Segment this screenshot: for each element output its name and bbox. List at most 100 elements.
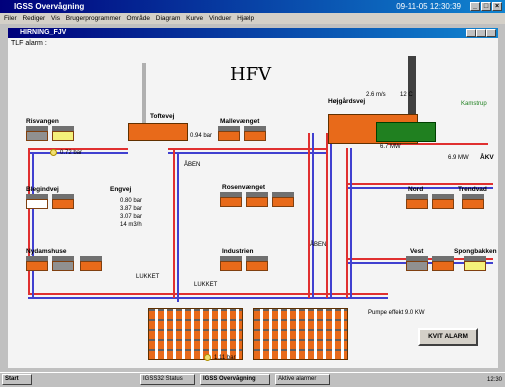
pressure-toftevej: 0.94 bar bbox=[190, 133, 213, 139]
temperature: 12 C bbox=[400, 92, 413, 98]
taskbar-item-status[interactable]: IGSS32 Status bbox=[140, 374, 195, 385]
menu-vis[interactable]: Vis bbox=[51, 15, 60, 22]
engvej-value-3: 3.07 bar bbox=[120, 214, 143, 220]
return-pipe-vert-east bbox=[350, 148, 352, 298]
wind-speed: 2.6 m/s bbox=[366, 92, 386, 98]
house-rosenvaenget-3[interactable] bbox=[272, 192, 294, 207]
supply-pipe-akv bbox=[388, 143, 488, 145]
house-risvangen-1[interactable] bbox=[26, 126, 48, 141]
house-rosenvaenget-2[interactable] bbox=[246, 192, 268, 207]
child-maximize-button[interactable] bbox=[476, 29, 486, 37]
house-nord-2[interactable] bbox=[432, 194, 454, 209]
supply-pipe-vert-right bbox=[308, 133, 310, 298]
supply-pipe-vert-mid bbox=[173, 148, 175, 298]
window-title: IGSS Overvågning bbox=[14, 2, 85, 11]
house-nydamshuse-2[interactable] bbox=[52, 256, 74, 271]
house-nord-1[interactable] bbox=[406, 194, 428, 209]
house-industrien-1[interactable] bbox=[220, 256, 242, 271]
house-trendvad-1[interactable] bbox=[462, 194, 484, 209]
supply-pipe-mid bbox=[168, 148, 328, 150]
area-label-trendvad: Trendvad bbox=[458, 186, 487, 193]
menu-vinduer[interactable]: Vinduer bbox=[208, 15, 232, 22]
maximize-button[interactable]: □ bbox=[481, 2, 491, 11]
kvit-alarm-button[interactable]: KVIT ALARM bbox=[418, 328, 478, 346]
house-risvangen-2[interactable] bbox=[52, 126, 74, 141]
house-spongbakken-1[interactable] bbox=[464, 256, 486, 271]
valve-lukket-1: LUKKET bbox=[136, 274, 160, 280]
hfv-logo: HFV bbox=[230, 64, 272, 85]
child-window-title: HIRNING_FJV bbox=[20, 29, 67, 36]
house-blegindvej-1[interactable] bbox=[26, 194, 48, 209]
tlf-alarm-label: TLF alarm : bbox=[11, 40, 47, 47]
area-label-nydamshuse: Nydamshuse bbox=[26, 248, 67, 255]
house-mallevaenget-2[interactable] bbox=[244, 126, 266, 141]
scada-canvas: TLF alarm : HFV Risvangen 0.72 bar Tofte… bbox=[8, 38, 498, 368]
return-pipe-vert-mid bbox=[177, 152, 179, 302]
area-label-vest: Vest bbox=[410, 248, 424, 255]
menu-diagram[interactable]: Diagram bbox=[155, 15, 181, 22]
area-label-engvej: Engvej bbox=[110, 186, 132, 193]
taskbar-item-overvaagning[interactable]: IGSS Overvågning bbox=[200, 374, 270, 385]
house-industrien-2[interactable] bbox=[246, 256, 268, 271]
area-label-mallevaenget: Mallevænget bbox=[220, 118, 260, 125]
return-pipe-vert-left bbox=[32, 152, 34, 299]
supply-pipe-main bbox=[28, 293, 388, 295]
pump-effect: Pumpe effekt 9.0 KW bbox=[368, 310, 425, 316]
close-button[interactable]: × bbox=[492, 2, 502, 11]
minimize-button[interactable]: _ bbox=[470, 2, 480, 11]
plant-green-building[interactable] bbox=[376, 122, 436, 142]
pressure-gauge-risvangen bbox=[50, 149, 57, 156]
supply-pipe-east bbox=[348, 183, 493, 185]
child-close-button[interactable] bbox=[486, 29, 496, 37]
taskbar-item-alarmer[interactable]: Aktive alarmer bbox=[275, 374, 330, 385]
toftevej-station[interactable] bbox=[128, 123, 188, 141]
house-vest-1[interactable] bbox=[406, 256, 428, 271]
window-titlebar: IGSS Overvågning 09-11-05 12:30:39 _ □ × bbox=[0, 0, 505, 13]
house-vest-2[interactable] bbox=[432, 256, 454, 271]
house-rosenvaenget-1[interactable] bbox=[220, 192, 242, 207]
engvej-value-1: 0.80 bar bbox=[120, 198, 143, 204]
area-label-toftevej: Toftevej bbox=[150, 113, 175, 120]
apartment-block-1[interactable] bbox=[148, 308, 243, 360]
taskbar-clock: 12:30 bbox=[486, 377, 502, 383]
supply-pipe-left bbox=[28, 148, 128, 150]
akv-label: ÅKV bbox=[480, 154, 494, 161]
area-label-nord: Nord bbox=[408, 186, 424, 193]
house-nydamshuse-1[interactable] bbox=[26, 256, 48, 271]
menu-kurve[interactable]: Kurve bbox=[186, 15, 204, 22]
pressure-risvangen: 0.72 bar bbox=[60, 150, 83, 156]
return-pipe-main bbox=[28, 297, 388, 299]
child-minimize-button[interactable] bbox=[466, 29, 476, 37]
apartment-block-2[interactable] bbox=[253, 308, 348, 360]
menu-rediger[interactable]: Rediger bbox=[22, 15, 46, 22]
clock: 09-11-05 12:30:39 bbox=[396, 2, 461, 11]
valve-aaben-1: ÅBEN bbox=[184, 162, 201, 168]
menu-omraade[interactable]: Område bbox=[126, 15, 150, 22]
taskbar: Start IGSS32 Status IGSS Overvågning Akt… bbox=[0, 372, 505, 386]
return-pipe-east bbox=[348, 187, 493, 189]
kamstrup-label: Kamstrup bbox=[461, 101, 487, 107]
return-pipe-vert-right bbox=[312, 133, 314, 298]
menu-brugerprogrammer[interactable]: Brugerprogrammer bbox=[65, 15, 121, 22]
menu-hjaelp[interactable]: Hjælp bbox=[237, 15, 255, 22]
house-mallevaenget-1[interactable] bbox=[218, 126, 240, 141]
return-pipe-left bbox=[28, 152, 128, 154]
engvej-value-4: 14 m3/h bbox=[120, 222, 142, 228]
menu-filer[interactable]: Filer bbox=[4, 15, 17, 22]
house-nydamshuse-3[interactable] bbox=[80, 256, 102, 271]
child-window-titlebar: HIRNING_FJV bbox=[8, 28, 498, 38]
area-label-blegindvej: Blegindvej bbox=[26, 186, 59, 193]
return-pipe-mid bbox=[168, 152, 328, 154]
area-label-industrien: Industrien bbox=[222, 248, 254, 255]
plant-power-2: 6.9 MW bbox=[448, 155, 469, 161]
supply-pipe-vert-left bbox=[28, 148, 30, 295]
supply-pipe-vert-plant bbox=[326, 133, 328, 298]
house-blegindvej-2[interactable] bbox=[52, 194, 74, 209]
start-button[interactable]: Start bbox=[2, 374, 32, 385]
plant-chimney bbox=[408, 56, 416, 126]
engvej-value-2: 3.87 bar bbox=[120, 206, 143, 212]
plant-power: 6.7 MW bbox=[380, 144, 401, 150]
area-label-spongbakken: Spongbakken bbox=[454, 248, 497, 255]
area-label-rosenvaenget: Rosenvænget bbox=[222, 184, 265, 191]
pressure-gauge-bottom bbox=[204, 354, 211, 361]
